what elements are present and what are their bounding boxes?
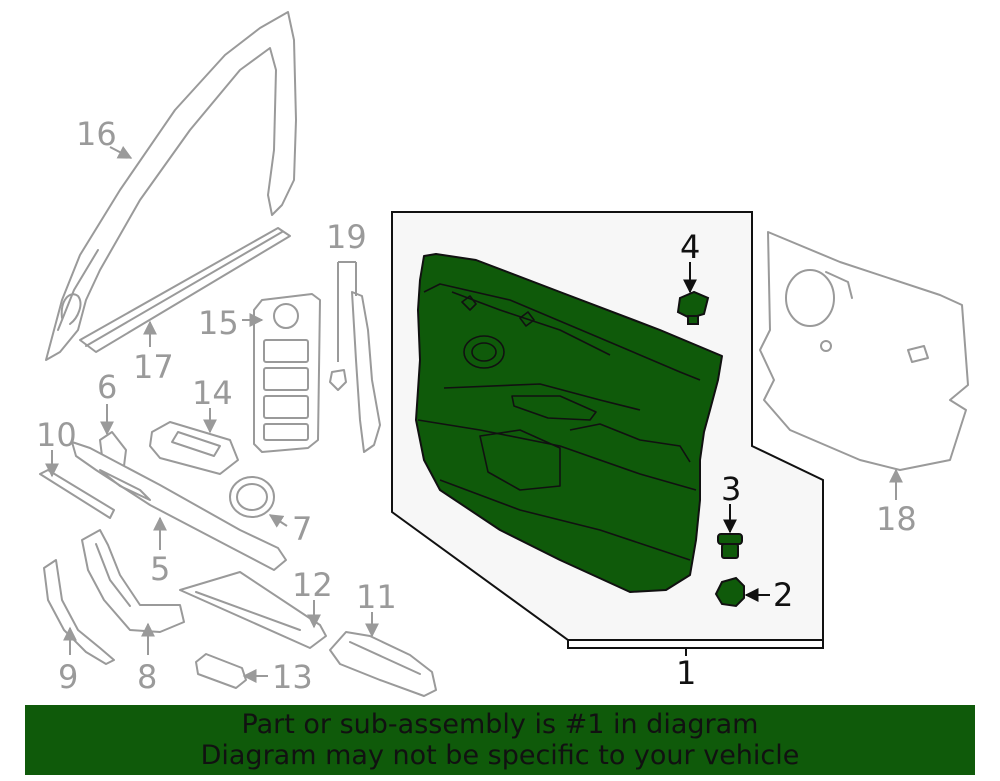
callout-5: 5 <box>150 550 170 588</box>
part-19-b-pillar-trim <box>329 291 381 453</box>
part-16-pillar-trim <box>45 11 297 361</box>
callout-2: 2 <box>773 576 793 614</box>
banner-line-2: Diagram may not be specific to your vehi… <box>200 740 800 771</box>
callout-7: 7 <box>292 510 312 548</box>
part-4-clip <box>676 290 710 325</box>
part-7-speaker-ring <box>229 476 275 518</box>
callout-13: 13 <box>272 658 313 696</box>
part-11-door-pocket <box>329 631 437 697</box>
part-10-strip <box>39 469 115 519</box>
callout-15: 15 <box>198 304 239 342</box>
callout-16: 16 <box>76 115 117 153</box>
callout-6: 6 <box>97 368 117 406</box>
callout-11: 11 <box>356 578 397 616</box>
callout-10: 10 <box>36 416 77 454</box>
callout-14: 14 <box>192 374 233 412</box>
info-banner: Part or sub-assembly is #1 in diagram Di… <box>25 705 975 775</box>
leader-16 <box>109 145 133 159</box>
callout-19: 19 <box>326 218 367 256</box>
leader-1 <box>567 640 824 656</box>
part-14-switch <box>149 421 239 475</box>
part-17-sill-strip <box>79 227 291 353</box>
part-8-handle-bracket <box>81 529 185 633</box>
part-3-push-pin <box>717 533 743 559</box>
part-1-door-panel <box>415 253 723 593</box>
part-2-fastener <box>714 576 745 608</box>
part-15-window-switch <box>253 293 321 453</box>
part-13-insert <box>195 653 247 689</box>
leader-7 <box>268 514 288 528</box>
callout-4: 4 <box>680 228 700 266</box>
callout-17: 17 <box>133 348 174 386</box>
part-18-vapor-barrier <box>759 231 969 471</box>
part-5-armrest-trim <box>71 441 287 571</box>
part-9-handle-trim <box>43 559 115 665</box>
part-12-pocket-liner <box>179 571 327 649</box>
callout-18: 18 <box>876 500 917 538</box>
leader-19 <box>337 261 357 362</box>
callout-8: 8 <box>137 658 157 696</box>
callout-3: 3 <box>721 470 741 508</box>
callout-1: 1 <box>676 654 696 692</box>
callout-12: 12 <box>292 566 333 604</box>
banner-line-1: Part or sub-assembly is #1 in diagram <box>241 709 759 740</box>
callout-9: 9 <box>58 658 78 696</box>
